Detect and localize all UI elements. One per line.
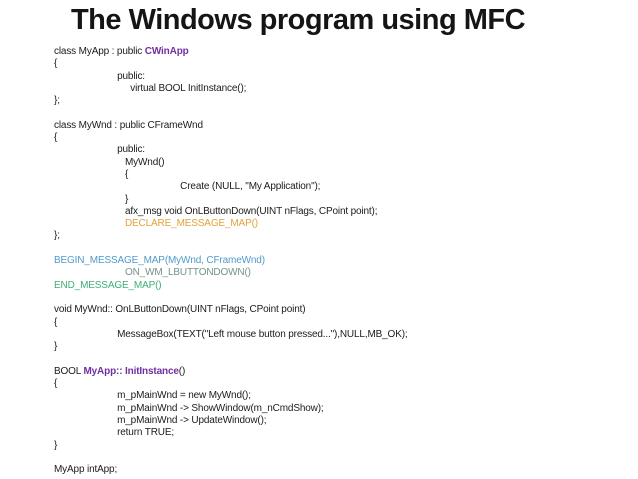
code-line: m_pMainWnd = new MyWnd();: [54, 390, 624, 402]
code-line: afx_msg void OnLButtonDown(UINT nFlags, …: [54, 206, 624, 218]
code-segment: (): [178, 365, 186, 377]
code-line: [54, 353, 624, 365]
code-segment: class MyApp : public: [54, 46, 145, 57]
code-line: public:: [54, 71, 624, 83]
code-segment: CWinApp: [144, 46, 189, 57]
code-segment: public:: [54, 144, 145, 156]
code-segment: Create (NULL, "My Application");: [54, 181, 321, 193]
code-segment: }: [54, 193, 129, 205]
code-line: DECLARE_MESSAGE_MAP(): [54, 218, 624, 230]
code-segment: DECLARE_MESSAGE_MAP(): [54, 218, 258, 230]
code-block: class MyApp : public CWinApp{ public: vi…: [54, 46, 624, 476]
code-segment: m_pMainWnd -> ShowWindow(m_nCmdShow);: [54, 402, 324, 414]
code-segment: class MyWnd : public CFrameWnd: [54, 119, 203, 131]
code-line: MyApp intApp;: [54, 464, 624, 476]
code-segment: BOOL: [54, 365, 84, 377]
code-segment: MyWnd(): [54, 156, 165, 168]
page-title: The Windows program using MFC: [70, 4, 526, 36]
code-segment: }: [54, 439, 58, 451]
code-segment: MessageBox(TEXT("Left mouse button press…: [54, 328, 408, 340]
code-segment: ON_WM_LBUTTONDOWN(): [54, 267, 251, 279]
code-segment: {: [54, 378, 58, 390]
code-segment: void MyWnd:: OnLButtonDown(UINT nFlags, …: [54, 304, 306, 316]
code-line: {: [54, 317, 624, 329]
code-segment: END_MESSAGE_MAP(): [54, 279, 162, 291]
code-line: m_pMainWnd -> ShowWindow(m_nCmdShow);: [54, 403, 624, 415]
code-line: MyWnd(): [54, 157, 624, 169]
code-line: Create (NULL, "My Application");: [54, 181, 624, 193]
code-segment: BEGIN_MESSAGE_MAP(MyWnd, CFrameWnd): [54, 255, 265, 267]
code-line: BEGIN_MESSAGE_MAP(MyWnd, CFrameWnd): [54, 255, 624, 267]
code-line: BOOL MyApp:: InitInstance(): [54, 366, 624, 378]
code-line: MessageBox(TEXT("Left mouse button press…: [54, 329, 624, 341]
code-line: void MyWnd:: OnLButtonDown(UINT nFlags, …: [54, 304, 624, 316]
code-line: [54, 243, 624, 255]
code-line: }: [54, 194, 624, 206]
code-segment: {: [54, 168, 129, 180]
code-line: [54, 292, 624, 304]
code-segment: afx_msg void OnLButtonDown(UINT nFlags, …: [54, 205, 378, 217]
code-line: }: [54, 341, 624, 353]
code-segment: m_pMainWnd -> UpdateWindow();: [54, 414, 267, 426]
code-line: };: [54, 230, 624, 242]
code-segment: public:: [54, 70, 145, 82]
code-line: {: [54, 132, 624, 144]
code-line: m_pMainWnd -> UpdateWindow();: [54, 415, 624, 427]
code-line: };: [54, 95, 624, 107]
code-line: }: [54, 440, 624, 452]
code-line: return TRUE;: [54, 427, 624, 439]
code-segment: return TRUE;: [54, 427, 175, 439]
code-line: class MyApp : public CWinApp: [54, 46, 624, 58]
code-line: {: [54, 169, 624, 181]
code-segment: MyApp:: InitInstance: [83, 365, 179, 377]
code-line: ON_WM_LBUTTONDOWN(): [54, 267, 624, 279]
code-line: class MyWnd : public CFrameWnd: [54, 120, 624, 132]
code-line: {: [54, 378, 624, 390]
code-line: END_MESSAGE_MAP(): [54, 280, 624, 292]
code-segment: MyApp intApp;: [54, 464, 118, 476]
code-segment: };: [54, 230, 60, 242]
code-line: {: [54, 58, 624, 70]
code-segment: virtual BOOL InitInstance();: [54, 82, 247, 94]
code-segment: {: [54, 316, 58, 328]
code-line: public:: [54, 144, 624, 156]
code-line: virtual BOOL InitInstance();: [54, 83, 624, 95]
code-segment: };: [54, 95, 60, 107]
code-segment: {: [54, 58, 58, 70]
code-segment: {: [54, 132, 58, 144]
code-segment: }: [54, 341, 58, 353]
code-segment: m_pMainWnd = new MyWnd();: [54, 390, 251, 402]
code-line: [54, 107, 624, 119]
code-line: [54, 452, 624, 464]
